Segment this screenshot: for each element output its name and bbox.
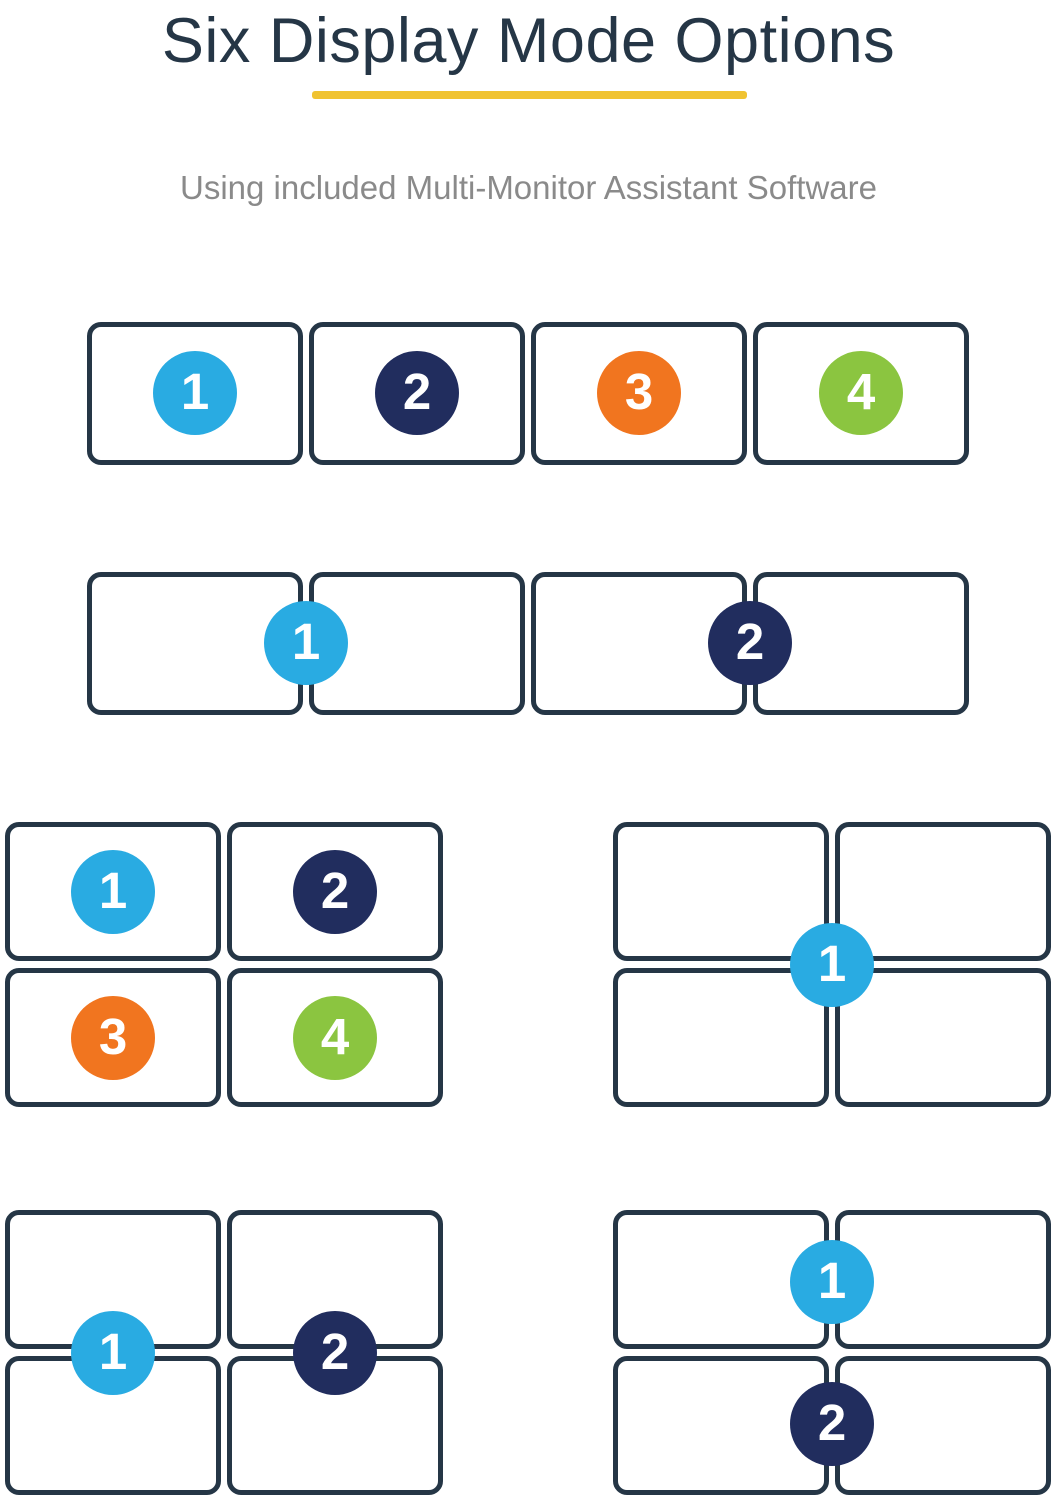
title-underline [312,91,747,99]
monitor [227,822,443,961]
display-mode-grid-independent: 1 2 3 4 [5,822,443,1107]
display-number-badge: 2 [708,601,792,685]
page-subtitle: Using included Multi-Monitor Assistant S… [180,169,877,206]
display-number-badge: 2 [293,850,377,934]
display-number-badge: 3 [71,996,155,1080]
display-number-badge: 2 [790,1382,874,1466]
display-mode-grid-vertical-pairs: 1 2 [5,1210,443,1495]
monitor [309,572,525,715]
display-number-badge: 1 [71,850,155,934]
display-number-badge: 1 [790,923,874,1007]
monitor [87,322,303,465]
monitor [613,968,829,1107]
display-mode-four-across-independent: 1 2 3 4 [87,322,969,465]
monitor [613,822,829,961]
monitor [835,822,1051,961]
monitor [835,968,1051,1107]
display-number-badge: 4 [819,351,903,435]
display-number-badge: 1 [153,351,237,435]
display-mode-four-across-spanned-pairs: 1 2 [87,572,969,715]
display-number-badge: 1 [71,1311,155,1395]
display-number-badge: 2 [375,351,459,435]
page-title: Six Display Mode Options [161,6,896,76]
monitor [5,1210,221,1349]
display-number-badge: 1 [264,601,348,685]
display-number-badge: 3 [597,351,681,435]
display-mode-grid-single-span: 1 [613,822,1051,1107]
display-number-badge: 2 [293,1311,377,1395]
display-number-badge: 4 [293,996,377,1080]
display-mode-grid-horizontal-pairs: 1 2 [613,1210,1051,1495]
display-number-badge: 1 [790,1240,874,1324]
